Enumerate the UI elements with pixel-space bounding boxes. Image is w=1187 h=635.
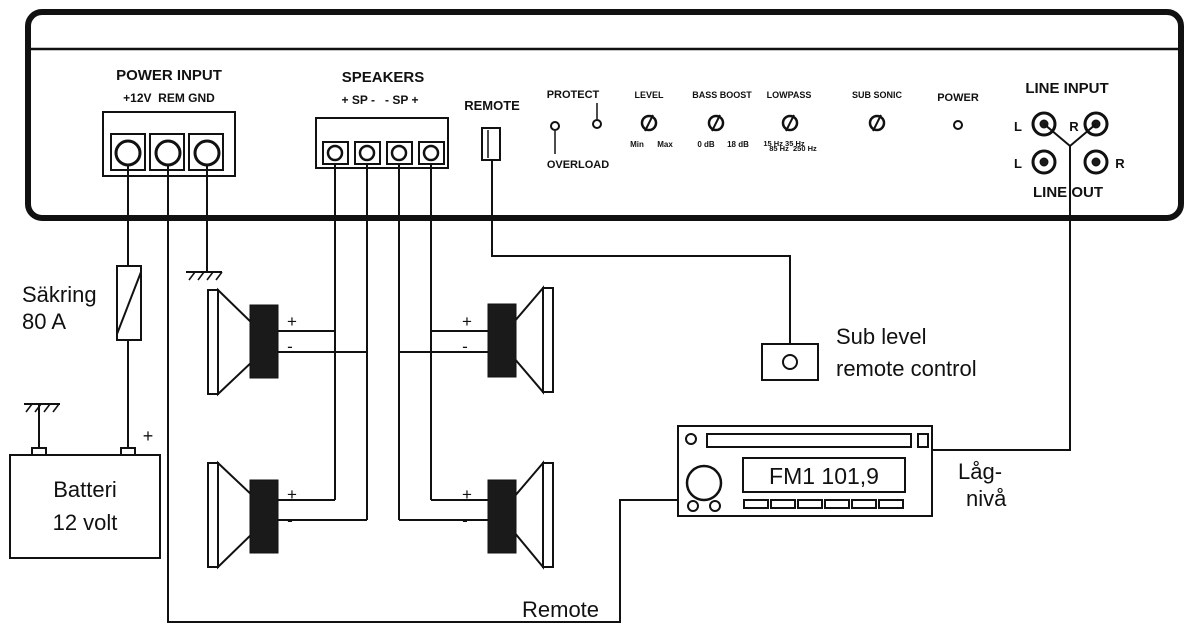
speaker-minus: - (287, 511, 293, 530)
car-radio: FM1 101,9 (677, 425, 933, 517)
battery-plus: + (143, 426, 154, 446)
bass-boost-label: BASS BOOST (692, 90, 752, 100)
level-min: Min (630, 140, 644, 149)
lowpass-label: LOWPASS (767, 90, 812, 100)
wires (127, 123, 1097, 623)
power-input-sub: +12V REM GND (123, 91, 215, 105)
line-out-r: R (1115, 156, 1125, 171)
bass-boost-high: 18 dB (727, 140, 749, 149)
speaker-plus: + (287, 312, 297, 331)
bass-boost-knob: BASS BOOST 0 dB 18 dB (692, 90, 752, 149)
speakers-sub: + SP - - SP + (342, 93, 419, 107)
protect-led (592, 119, 602, 129)
power-input-title: POWER INPUT (116, 67, 222, 84)
speaker-plus: + (287, 485, 297, 504)
lowpass-bottom-range: 85 Hz 250 Hz (769, 144, 817, 153)
fuse: Säkring 80 A (22, 265, 142, 341)
remote-control-label-2: remote control (836, 356, 977, 381)
line-out-title: LINE OUT (1033, 184, 1103, 201)
overload-label: OVERLOAD (547, 159, 609, 171)
remote-wire-label: Remote (522, 597, 599, 622)
sub-sonic-knob: SUB SONIC (852, 90, 903, 132)
speaker-minus: - (462, 337, 468, 356)
low-level-label-2: nivå (966, 486, 1007, 511)
speaker-left-bottom: + - (207, 460, 297, 570)
line-out-l: L (1014, 156, 1022, 171)
line-connectors: LINE INPUT L R L R LINE OUT (1014, 80, 1125, 201)
bass-boost-low: 0 dB (697, 140, 715, 149)
protect-overload-leds: PROTECT OVERLOAD (547, 89, 610, 171)
battery-label-1: Batteri (53, 477, 117, 502)
speaker-minus: - (462, 511, 468, 530)
lowpass-top-range: 15 Hz 35 Hz (763, 139, 805, 148)
speaker-minus: - (287, 337, 293, 356)
fuse-label-1: Säkring (22, 282, 97, 307)
low-level-label-1: Låg- (958, 459, 1002, 484)
fuse-label-2: 80 A (22, 309, 66, 334)
speaker-left-top: + - (207, 287, 297, 397)
sub-level-remote-control: Sub level remote control (761, 324, 977, 381)
speakers-title: SPEAKERS (342, 69, 425, 86)
level-max: Max (657, 140, 673, 149)
battery: + Batteri 12 volt (9, 403, 161, 559)
protect-label: PROTECT (547, 89, 600, 101)
speaker-plus: + (462, 312, 472, 331)
battery-label-2: 12 volt (53, 510, 118, 535)
overload-led (550, 121, 560, 131)
sub-sonic-label: SUB SONIC (852, 90, 903, 100)
ground-symbol (186, 271, 223, 281)
remote-control-label-1: Sub level (836, 324, 927, 349)
speaker-right-bottom: + - (462, 460, 554, 570)
power-led: POWER (937, 92, 979, 130)
radio-display: FM1 101,9 (769, 463, 879, 489)
level-knob: LEVEL Min Max (630, 90, 673, 149)
speakers-terminal: SPEAKERS + SP - - SP + (315, 69, 449, 169)
lowpass-knob: LOWPASS 15 Hz 35 Hz 85 Hz 250 Hz (763, 90, 817, 153)
level-label: LEVEL (634, 90, 664, 100)
power-input-terminal: POWER INPUT +12V REM GND (102, 67, 236, 177)
line-input-l: L (1014, 119, 1022, 134)
line-input-title: LINE INPUT (1025, 80, 1108, 97)
speaker-right-top: + - (462, 285, 554, 395)
remote-label: REMOTE (464, 98, 520, 113)
line-input-r: R (1069, 119, 1079, 134)
speaker-plus: + (462, 485, 472, 504)
power-label: POWER (937, 92, 979, 104)
